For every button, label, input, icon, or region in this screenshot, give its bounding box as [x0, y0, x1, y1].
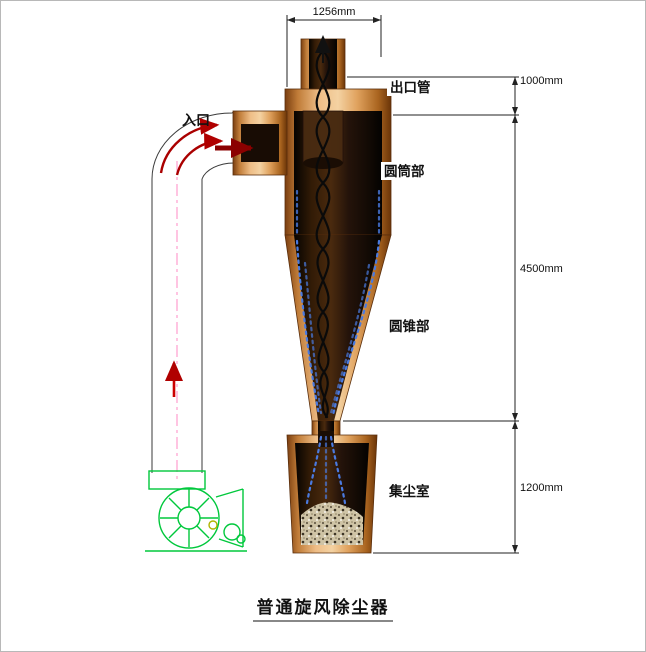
fan-motor-circle [223, 523, 241, 541]
dust-particle-streaks [295, 189, 381, 505]
flow-arrows [159, 117, 254, 397]
fan-drawing [145, 470, 247, 552]
fan-motor-pulley [236, 534, 246, 544]
fan-casing [158, 487, 220, 549]
vortex-finder-tube [302, 110, 344, 164]
label-bg-cone [386, 317, 438, 335]
fan-impeller-spokes [160, 489, 218, 547]
dim-top-width: 1256mm [313, 6, 356, 18]
vortex-spiral [315, 49, 331, 419]
vortex-finder-bottom [303, 157, 343, 169]
label-bg-cylinder [381, 162, 433, 180]
dim-chamber-height: 1200mm [520, 482, 563, 494]
part-labels: 入口 出口管 圆筒部 圆锥部 集尘室 [182, 78, 439, 500]
label-outlet-pipe: 出口管 [390, 79, 431, 95]
label-bg-outlet-pipe [387, 78, 439, 96]
label-cone: 圆锥部 [389, 318, 430, 334]
pipe-bend-inner [201, 162, 235, 180]
dimension-texts: 1256mm 1000mm 4500mm 1200mm [313, 6, 563, 494]
dimension-lines [286, 15, 519, 554]
fan-volute-outlet [215, 488, 244, 548]
label-inlet: 入口 [182, 112, 210, 128]
bend-arrow-outer [159, 117, 220, 174]
intake-pipe [151, 111, 235, 473]
title-text: 普通旋风除尘器 [257, 597, 390, 617]
dim-body-height: 4500mm [520, 263, 563, 275]
bend-arrow-inner [175, 132, 224, 176]
label-bg-chamber [386, 482, 438, 500]
label-cylinder: 圆筒部 [384, 163, 425, 179]
dim-outlet-height: 1000mm [520, 75, 563, 87]
diagram-title: 普通旋风除尘器 [253, 597, 393, 622]
inlet-duct-opening [241, 124, 279, 162]
pipe-bend-outer [151, 111, 235, 180]
fan-shaft-pulley [208, 520, 218, 530]
label-chamber: 集尘室 [388, 483, 430, 499]
fan-inlet-box [148, 470, 206, 490]
vortex-spiral-strand-2 [315, 49, 331, 419]
fan-hub [177, 506, 201, 530]
gravel-pile [301, 502, 363, 545]
